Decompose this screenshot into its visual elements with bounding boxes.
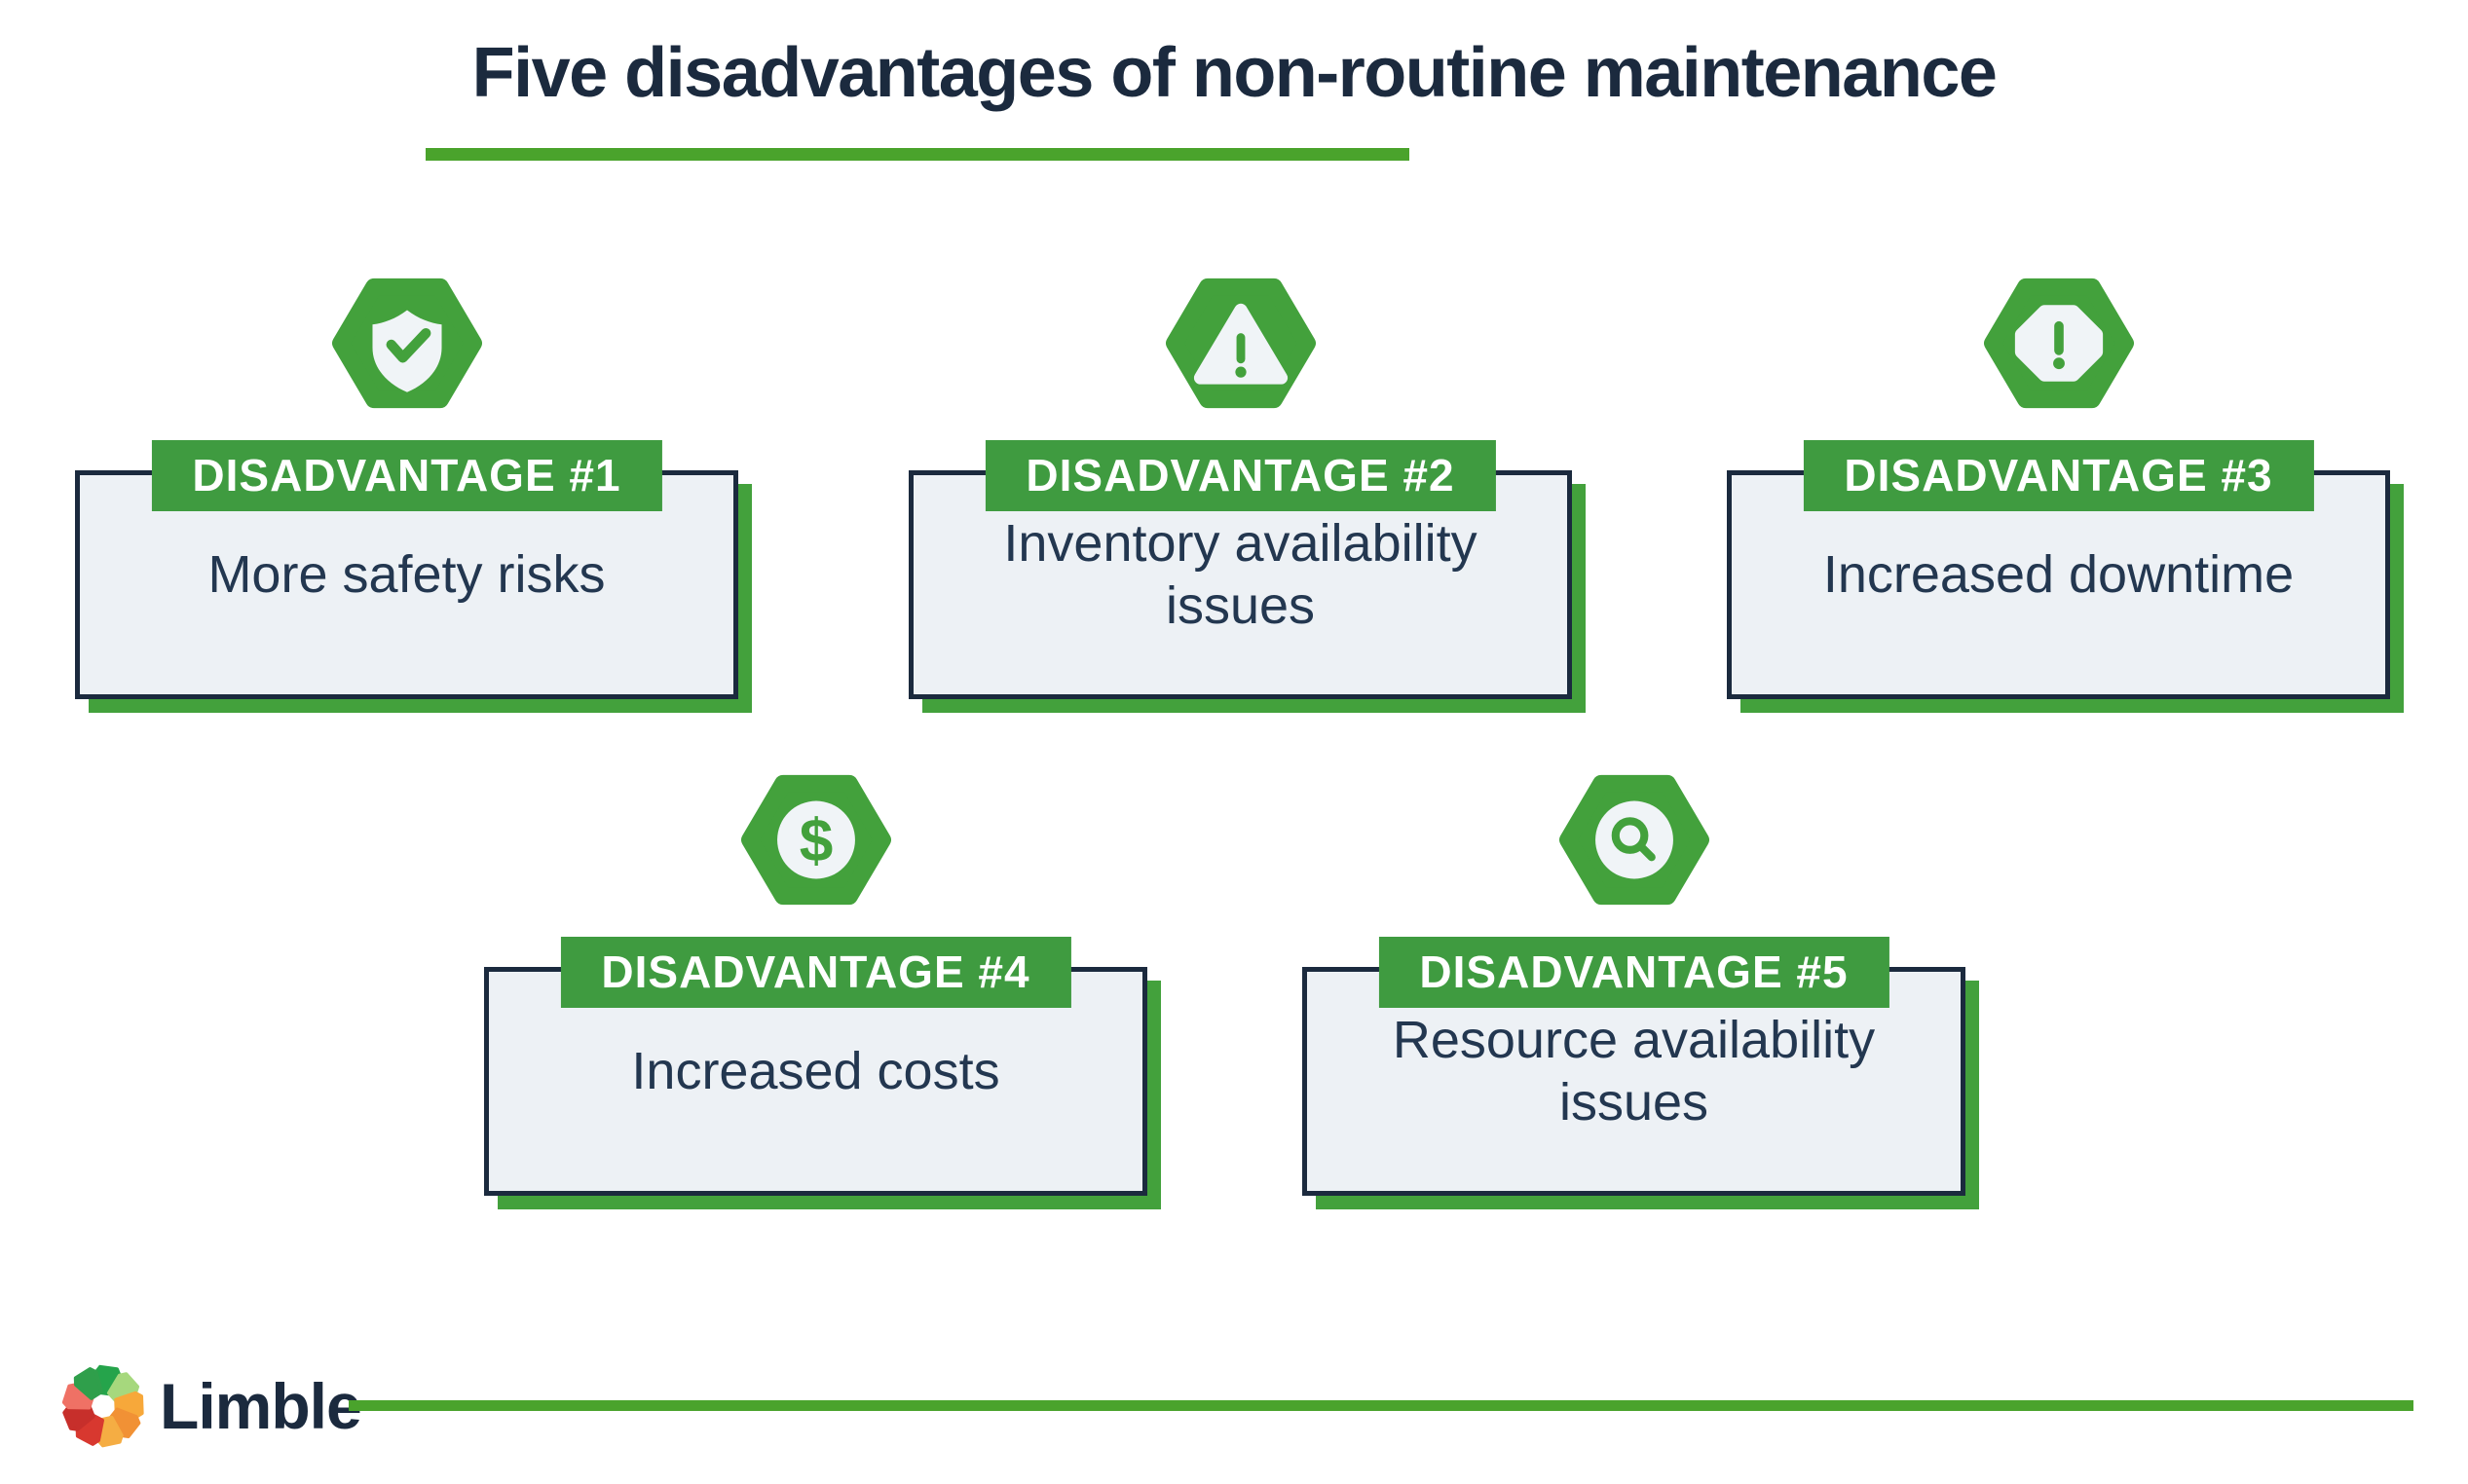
brand-name: Limble (160, 1370, 362, 1442)
alert-octagon-icon (1983, 278, 2134, 409)
disadvantage-3-section: DISADVANTAGE #3 Increased downtime (1727, 273, 2390, 699)
disadvantage-4-text: Increased costs (631, 1041, 1000, 1100)
disadvantage-3-card: DISADVANTAGE #3 Increased downtime (1727, 440, 2390, 699)
page-title: Five disadvantages of non-routine mainte… (471, 34, 1998, 112)
disadvantage-5-section: DISADVANTAGE #5 Resource availability is… (1302, 769, 1965, 1196)
dollar-icon: $ (740, 774, 891, 906)
disadvantage-2-card: DISADVANTAGE #2 Inventory availability i… (909, 440, 1572, 699)
disadvantage-4-section: $ DISADVANTAGE #4 Increased costs (484, 769, 1147, 1196)
disadvantage-5-text: Resource availability issues (1392, 1010, 1876, 1132)
disadvantage-1-section: DISADVANTAGE #1 More safety risks (75, 273, 738, 699)
disadvantage-4-badge: DISADVANTAGE #4 (560, 937, 1071, 1008)
disadvantage-2-section: DISADVANTAGE #2 Inventory availability i… (909, 273, 1572, 699)
footer-brand: Limble (60, 1363, 362, 1449)
footer-divider-line (349, 1400, 2413, 1411)
magnifier-icon (1558, 774, 1709, 906)
title-underline (426, 148, 1409, 161)
disadvantage-5-badge: DISADVANTAGE #5 (1378, 937, 1889, 1008)
warning-triangle-icon (1165, 278, 1316, 409)
limble-gear-logo-icon (61, 1364, 144, 1448)
disadvantage-4-card: DISADVANTAGE #4 Increased costs (484, 937, 1147, 1196)
disadvantage-5-card: DISADVANTAGE #5 Resource availability is… (1302, 937, 1965, 1196)
disadvantage-2-badge: DISADVANTAGE #2 (985, 440, 1496, 511)
disadvantage-1-card: DISADVANTAGE #1 More safety risks (75, 440, 738, 699)
disadvantage-1-badge: DISADVANTAGE #1 (151, 440, 662, 511)
shield-check-icon (331, 278, 482, 409)
disadvantage-3-badge: DISADVANTAGE #3 (1803, 440, 2314, 511)
dollar-glyph: $ (799, 808, 833, 875)
disadvantage-3-text: Increased downtime (1822, 544, 2295, 604)
disadvantage-1-text: More safety risks (207, 544, 606, 604)
disadvantage-2-text: Inventory availability issues (1003, 513, 1477, 635)
